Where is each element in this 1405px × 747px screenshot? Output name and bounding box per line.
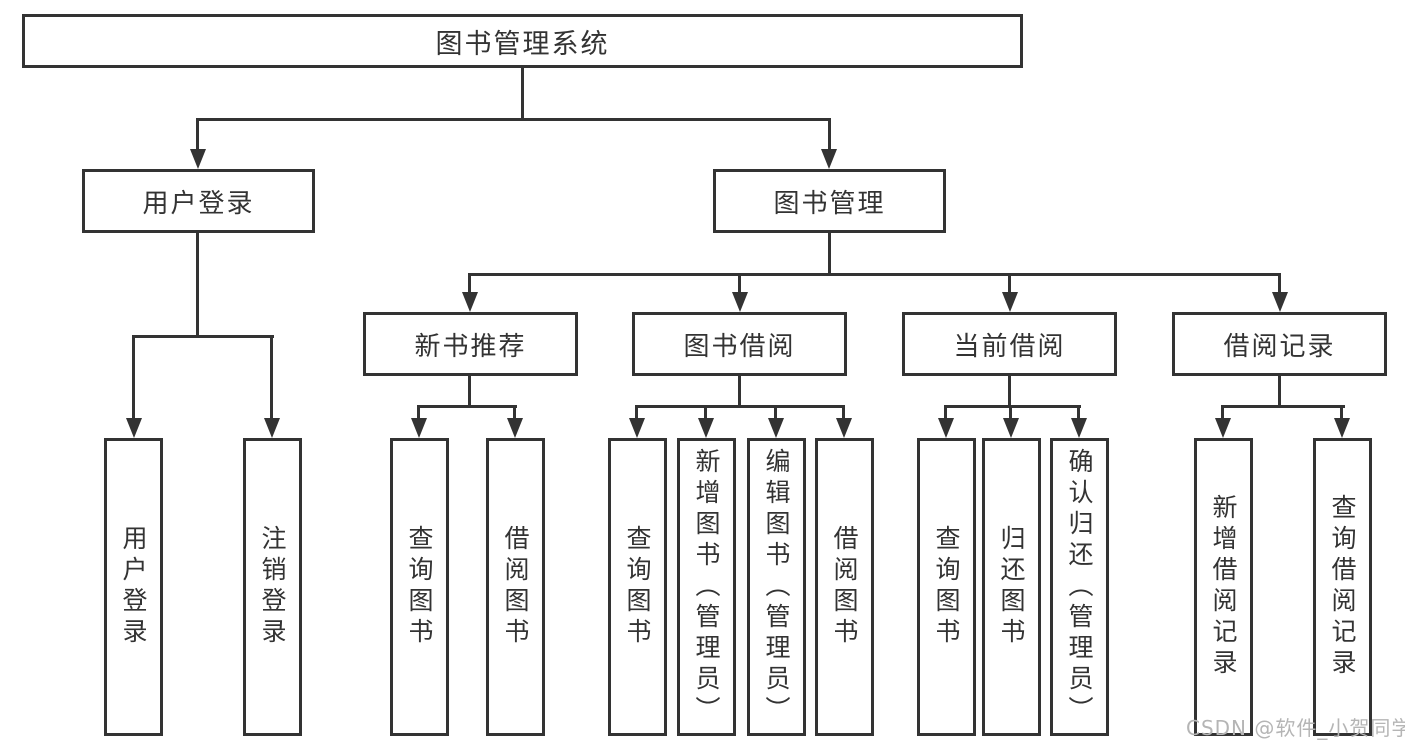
connector-line-v bbox=[828, 118, 831, 152]
arrowhead-down-icon bbox=[836, 418, 852, 438]
connector-line-v bbox=[468, 273, 471, 297]
connector-line-v bbox=[1221, 405, 1224, 422]
node-leaf-query-books-b: 查询图书 bbox=[608, 438, 667, 736]
connector-line-v bbox=[417, 405, 420, 422]
arrowhead-down-icon bbox=[411, 418, 427, 438]
arrowhead-down-icon bbox=[1002, 292, 1018, 312]
connector-line-h bbox=[132, 335, 274, 338]
watermark-text: CSDN @软件_小贺同学 bbox=[1186, 716, 1405, 740]
arrowhead-down-icon bbox=[1003, 418, 1019, 438]
node-library-system: 图书管理系统 bbox=[22, 14, 1023, 68]
connector-line-v bbox=[1077, 405, 1080, 422]
arrowhead-down-icon bbox=[629, 418, 645, 438]
arrowhead-down-icon bbox=[462, 292, 478, 312]
node-leaf-query-books-a: 查询图书 bbox=[390, 438, 449, 736]
node-leaf-confirm-return-admin: 确认归还（管理员） bbox=[1050, 438, 1109, 736]
connector-line-v bbox=[774, 405, 777, 422]
arrowhead-down-icon bbox=[507, 418, 523, 438]
connector-line-h bbox=[944, 405, 1081, 408]
connector-line-v bbox=[842, 405, 845, 422]
connector-line-v bbox=[521, 68, 524, 118]
connector-line-v bbox=[468, 376, 471, 405]
arrowhead-down-icon bbox=[821, 149, 837, 169]
node-book-borrowing: 图书借阅 bbox=[632, 312, 847, 376]
node-leaf-user-login: 用户登录 bbox=[104, 438, 163, 736]
node-leaf-borrow-books-a: 借阅图书 bbox=[486, 438, 545, 736]
connector-line-v bbox=[1278, 273, 1281, 297]
node-book-management: 图书管理 bbox=[713, 169, 946, 233]
connector-line-h bbox=[1221, 405, 1345, 408]
arrowhead-down-icon bbox=[938, 418, 954, 438]
node-leaf-edit-books-admin: 编辑图书（管理员） bbox=[747, 438, 806, 736]
node-new-book-recommend: 新书推荐 bbox=[363, 312, 578, 376]
connector-line-v bbox=[1009, 405, 1012, 422]
arrowhead-down-icon bbox=[190, 149, 206, 169]
node-user-login: 用户登录 bbox=[82, 169, 315, 233]
connector-line-v bbox=[1008, 376, 1011, 405]
connector-line-v bbox=[944, 405, 947, 422]
node-leaf-add-borrow-record: 新增借阅记录 bbox=[1194, 438, 1253, 736]
connector-line-v bbox=[513, 405, 516, 422]
connector-line-v bbox=[828, 233, 831, 273]
connector-line-h bbox=[635, 405, 845, 408]
connector-line-h bbox=[468, 273, 1281, 276]
arrowhead-down-icon bbox=[768, 418, 784, 438]
arrowhead-down-icon bbox=[1215, 418, 1231, 438]
node-current-borrowing: 当前借阅 bbox=[902, 312, 1117, 376]
arrowhead-down-icon bbox=[732, 292, 748, 312]
connector-line-h bbox=[417, 405, 517, 408]
connector-line-v bbox=[738, 273, 741, 297]
connector-line-v bbox=[738, 376, 741, 405]
arrowhead-down-icon bbox=[698, 418, 714, 438]
arrowhead-down-icon bbox=[126, 418, 142, 438]
connector-line-v bbox=[196, 118, 199, 152]
connector-line-v bbox=[704, 405, 707, 422]
node-leaf-query-borrow-record: 查询借阅记录 bbox=[1313, 438, 1372, 736]
connector-line-v bbox=[196, 233, 199, 335]
node-leaf-borrow-books-b: 借阅图书 bbox=[815, 438, 874, 736]
node-leaf-logout: 注销登录 bbox=[243, 438, 302, 736]
node-leaf-query-books-c: 查询图书 bbox=[917, 438, 976, 736]
arrowhead-down-icon bbox=[1071, 418, 1087, 438]
connector-line-h bbox=[196, 118, 831, 121]
connector-line-v bbox=[132, 335, 135, 422]
node-borrowing-records: 借阅记录 bbox=[1172, 312, 1387, 376]
node-leaf-add-books-admin: 新增图书（管理员） bbox=[677, 438, 736, 736]
connector-line-v bbox=[1340, 405, 1343, 422]
arrowhead-down-icon bbox=[1272, 292, 1288, 312]
arrowhead-down-icon bbox=[1334, 418, 1350, 438]
connector-line-v bbox=[270, 335, 273, 422]
arrowhead-down-icon bbox=[264, 418, 280, 438]
connector-line-v bbox=[1278, 376, 1281, 405]
connector-line-v bbox=[1008, 273, 1011, 297]
connector-line-v bbox=[635, 405, 638, 422]
node-leaf-return-books: 归还图书 bbox=[982, 438, 1041, 736]
